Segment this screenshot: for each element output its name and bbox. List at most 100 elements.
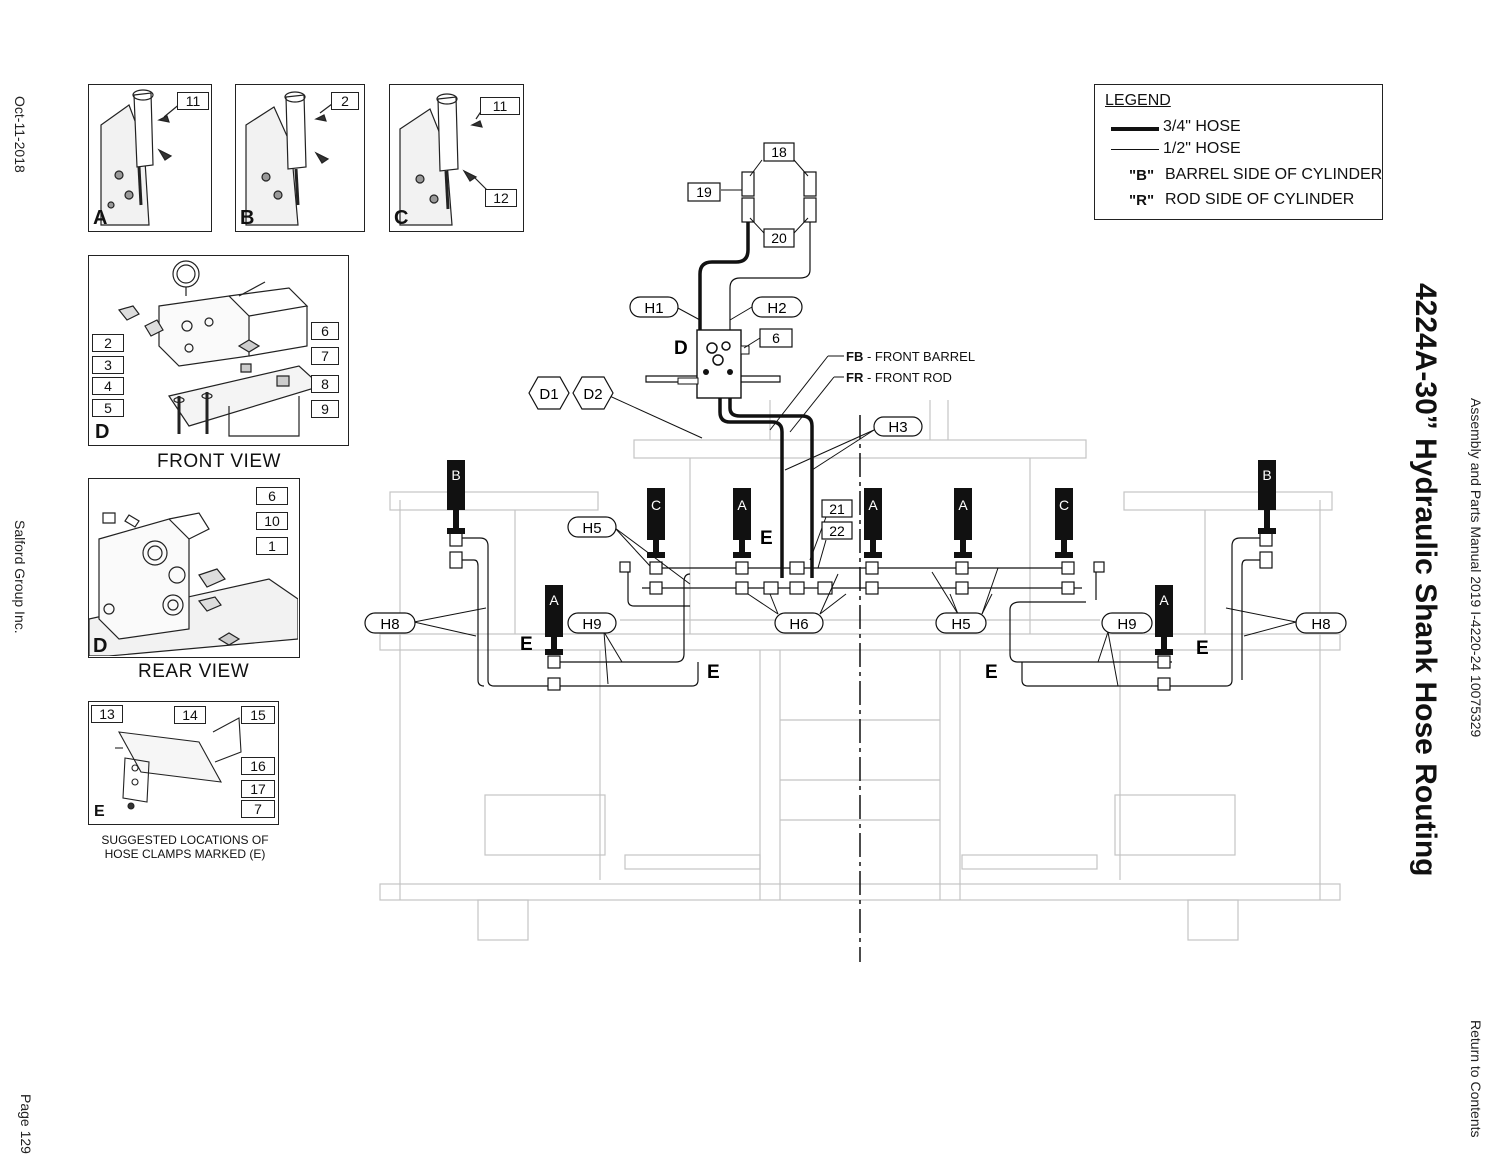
cylinder-tag: C	[651, 497, 661, 513]
clamp-letter: E	[760, 528, 773, 549]
callout-7: 7	[241, 800, 275, 818]
callout-18: 18	[771, 144, 787, 160]
callout-12: 12	[485, 189, 517, 207]
rear-view-letter: D	[93, 635, 108, 657]
cylinder-tag: A	[868, 497, 878, 513]
thin-hose-swatch	[1111, 149, 1159, 150]
callout-6: 6	[256, 487, 288, 505]
clamp-view-panel: 13 14 15 16 17 7 E	[88, 701, 279, 825]
front-view-panel: 2 3 4 5 6 7 8 9 D	[88, 255, 349, 446]
fb-text: - FRONT BARREL	[863, 349, 976, 364]
hose-tag-h3: H3	[888, 419, 907, 436]
cylinder-a-inner-left: A	[733, 488, 751, 558]
cylinder-c-left: C	[647, 488, 665, 558]
callout-2: 2	[92, 334, 124, 352]
callout-15: 15	[241, 706, 275, 724]
detail-a-illustration	[100, 89, 182, 226]
detail-b-panel: 2 B	[235, 84, 365, 232]
detail-c-panel: 11 12 C	[389, 84, 524, 232]
detail-b-illustration	[245, 91, 337, 226]
cylinder-tag: B	[1262, 467, 1271, 483]
manifold-letter: D	[674, 338, 688, 359]
callout-11: 11	[480, 97, 520, 115]
hose-tag-pills	[364, 296, 1347, 634]
cylinder-a-inner-right: A	[954, 488, 972, 558]
hose-tag-h2: H2	[767, 300, 786, 317]
cylinder-tag: A	[958, 497, 968, 513]
detail-a-letter: A	[93, 207, 108, 229]
main-supply-hoses	[698, 220, 814, 578]
detail-c-letter: C	[394, 207, 409, 229]
hose-tag-h5: H5	[951, 616, 970, 633]
clamp-letter: E	[985, 662, 998, 683]
front-view-caption: FRONT VIEW	[157, 451, 281, 472]
callout-16: 16	[241, 757, 275, 775]
callout-20: 20	[771, 230, 787, 246]
thick-hose-swatch	[1111, 127, 1159, 131]
callout-19: 19	[696, 184, 712, 200]
callout-7: 7	[311, 347, 339, 365]
front-barrel-label: FB - FRONT BARREL	[846, 349, 975, 364]
hose-tag-h6: H6	[789, 616, 808, 633]
cylinder-tag: A	[1159, 592, 1169, 608]
clamp-markers: E E E E E	[520, 528, 1209, 683]
legend-heading: LEGEND	[1105, 92, 1171, 109]
callout-8: 8	[311, 375, 339, 393]
legend-box: LEGEND 3/4" HOSE 1/2" HOSE "B" BARREL SI…	[1094, 84, 1383, 220]
fr-text: - FRONT ROD	[863, 370, 952, 385]
clamp-letter: E	[1196, 638, 1209, 659]
legend-thin-label: 1/2" HOSE	[1163, 140, 1241, 157]
clamp-letter: E	[520, 634, 533, 655]
callout-10: 10	[256, 512, 288, 530]
clamp-view-illustration	[115, 717, 242, 810]
hose-tag-h8: H8	[380, 616, 399, 633]
hose-tag-d2: D2	[583, 386, 602, 403]
callout-22: 22	[829, 523, 845, 539]
cylinder-a-outer-right: A	[1155, 585, 1173, 655]
fb-code: FB	[846, 349, 864, 364]
cylinder-b-right: B	[1258, 460, 1276, 534]
callout-11: 11	[177, 92, 209, 110]
clamp-note-line1: SUGGESTED LOCATIONS OF	[101, 833, 269, 847]
cylinder-tag: B	[451, 467, 460, 483]
legend-b-key: "B"	[1129, 167, 1155, 184]
legend-b-text: BARREL SIDE OF CYLINDER	[1165, 166, 1383, 183]
valve-manifold	[645, 329, 781, 399]
cylinder-tag: A	[737, 497, 747, 513]
detail-c-illustration	[399, 93, 489, 226]
cylinder-c-right: C	[1055, 488, 1073, 558]
hose-tag-h1: H1	[644, 300, 663, 317]
rear-view-panel: 6 10 1 D	[88, 478, 300, 658]
callout-9: 9	[311, 400, 339, 418]
front-rod-label: FR - FRONT ROD	[846, 370, 952, 385]
callout-21: 21	[829, 501, 845, 517]
legend-r-text: ROD SIDE OF CYLINDER	[1165, 191, 1355, 208]
clamp-letter: E	[707, 662, 720, 683]
rear-view-caption: REAR VIEW	[138, 661, 250, 682]
cylinder-a-center: A	[864, 488, 882, 558]
hose-tag-h9: H9	[1117, 616, 1136, 633]
front-view-letter: D	[95, 421, 110, 443]
hose-tag-h5: H5	[582, 520, 601, 537]
callout-3: 3	[92, 356, 124, 374]
implement-frame	[379, 400, 1341, 941]
hex-tags	[528, 376, 614, 410]
hose-tag-h8: H8	[1311, 616, 1330, 633]
tee-fittings	[449, 171, 1273, 691]
hose-tag-d1: D1	[539, 386, 558, 403]
fitting-callout-boxes	[687, 142, 853, 540]
cylinders: B C A A A C	[447, 460, 1276, 655]
callout-14: 14	[174, 706, 206, 724]
cylinder-tag: C	[1059, 497, 1069, 513]
front-view-illustration	[117, 260, 323, 437]
secondary-hoses	[460, 220, 1260, 687]
clamp-note-line2: HOSE CLAMPS MARKED (E)	[104, 847, 266, 861]
callout-5: 5	[92, 399, 124, 417]
detail-b-letter: B	[240, 207, 255, 229]
clamp-note: SUGGESTED LOCATIONS OF HOSE CLAMPS MARKE…	[80, 833, 290, 861]
cylinder-b-left: B	[447, 460, 465, 534]
legend-r-key: "R"	[1129, 192, 1155, 209]
callout-4: 4	[92, 377, 124, 395]
fr-code: FR	[846, 370, 864, 385]
